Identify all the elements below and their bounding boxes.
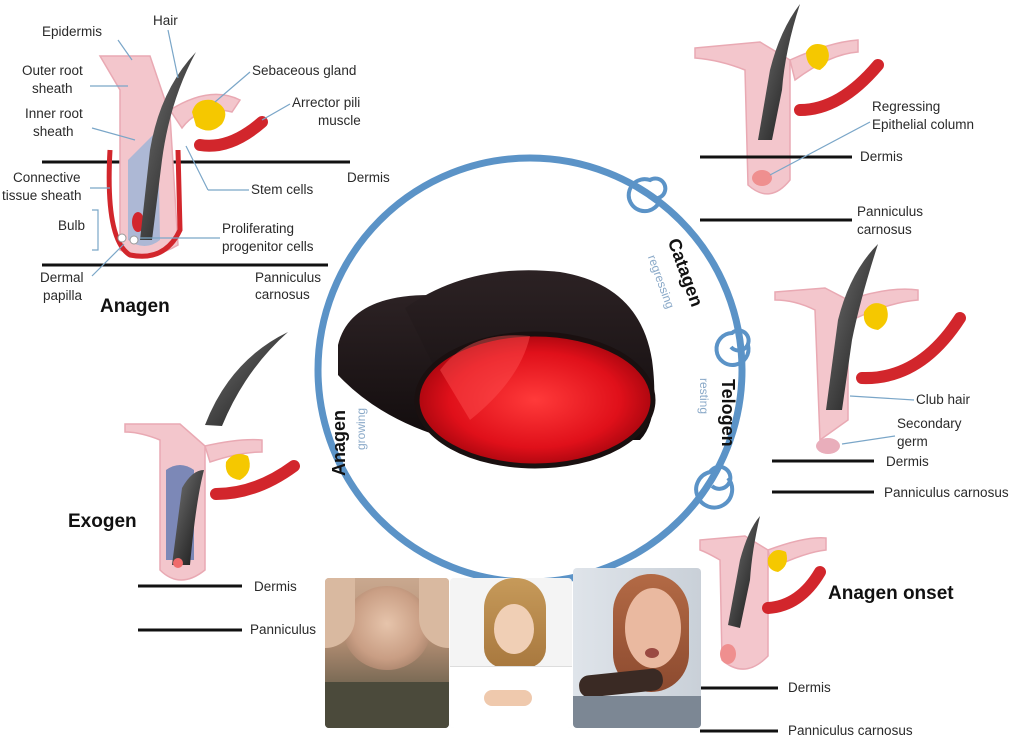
telogen-labels: Club hair Secondary germ Dermis Pannicul… — [841, 392, 1009, 500]
svg-text:carnosus: carnosus — [255, 287, 310, 302]
label-catagen-panniculus: Panniculus — [857, 204, 923, 219]
svg-text:tissue sheath: tissue sheath — [2, 188, 82, 203]
label-connective-tissue-sheath: Connective — [13, 170, 81, 185]
label-anagen-dermis: Dermis — [347, 170, 390, 185]
anagen-follicle — [42, 52, 350, 267]
label-stem-cells: Stem cells — [251, 182, 314, 197]
label-exogen-dermis: Dermis — [254, 579, 297, 594]
svg-text:Epithelial column: Epithelial column — [872, 117, 974, 132]
balding-man-photo — [325, 578, 449, 728]
label-dermal-papilla: Dermal — [40, 270, 84, 285]
ring-label-anagen: Anagen — [329, 410, 349, 476]
label-onset-dermis: Dermis — [788, 680, 831, 695]
label-onset-panniculus: Panniculus carnosus — [788, 723, 913, 738]
label-outer-root-sheath: Outer root — [22, 63, 83, 78]
ring-label-anagen-sub: growing — [354, 408, 368, 450]
swirl-telogen-top — [714, 328, 751, 367]
svg-text:muscle: muscle — [318, 113, 361, 128]
svg-text:sheath: sheath — [32, 81, 73, 96]
label-hair: Hair — [153, 13, 178, 28]
svg-text:germ: germ — [897, 434, 928, 449]
label-telogen-panniculus: Panniculus carnosus — [884, 485, 1009, 500]
cap-led-interior — [417, 334, 653, 466]
ring-label-telogen-sub: resting — [697, 378, 711, 414]
anagen-labels: Epidermis Hair Outer root sheath Sebaceo… — [2, 13, 390, 317]
woman-hair-in-hands-photo — [450, 578, 572, 728]
label-epidermis: Epidermis — [42, 24, 102, 39]
shed-hair — [205, 332, 288, 426]
telogen-follicle — [772, 244, 966, 494]
laser-cap-image — [338, 270, 656, 469]
catagen-labels: Regressing Epithelial column Dermis Pann… — [769, 99, 974, 237]
label-catagen-dermis: Dermis — [860, 149, 903, 164]
woman-hairbrush-photo — [573, 568, 701, 728]
label-exogen-panniculus: Panniculus — [250, 622, 316, 637]
anagen-onset-labels: Anagen onset Dermis Panniculus carnosus — [788, 583, 954, 738]
anagen-onset-follicle — [699, 516, 827, 733]
svg-text:growing: growing — [354, 408, 368, 450]
label-bulb: Bulb — [58, 218, 85, 233]
title-anagen-onset: Anagen onset — [828, 583, 954, 604]
svg-text:Anagen: Anagen — [329, 410, 349, 476]
label-regressing-epithelial-column: Regressing — [872, 99, 940, 114]
label-inner-root-sheath: Inner root — [25, 106, 83, 121]
svg-text:Telogen: Telogen — [718, 379, 738, 447]
label-proliferating-progenitor-cells: Proliferating — [222, 221, 294, 236]
label-arrector-pili: Arrector pili — [292, 95, 360, 110]
label-club-hair: Club hair — [916, 392, 971, 407]
label-secondary-germ: Secondary — [897, 416, 962, 431]
exogen-labels: Exogen Dermis Panniculus — [68, 511, 316, 637]
exogen-follicle — [124, 332, 300, 632]
label-anagen-panniculus: Panniculus — [255, 270, 321, 285]
svg-text:carnosus: carnosus — [857, 222, 912, 237]
swirl-telogen-bottom — [694, 464, 735, 510]
svg-text:resting: resting — [697, 378, 711, 414]
title-exogen: Exogen — [68, 511, 137, 532]
ring-label-telogen: Telogen — [718, 379, 738, 447]
label-sebaceous-gland: Sebaceous gland — [252, 63, 356, 78]
swirl-catagen — [626, 176, 668, 214]
label-telogen-dermis: Dermis — [886, 454, 929, 469]
catagen-follicle — [694, 4, 884, 222]
svg-text:progenitor cells: progenitor cells — [222, 239, 314, 254]
svg-text:papilla: papilla — [43, 288, 83, 303]
svg-text:sheath: sheath — [33, 124, 74, 139]
title-anagen: Anagen — [100, 296, 170, 317]
